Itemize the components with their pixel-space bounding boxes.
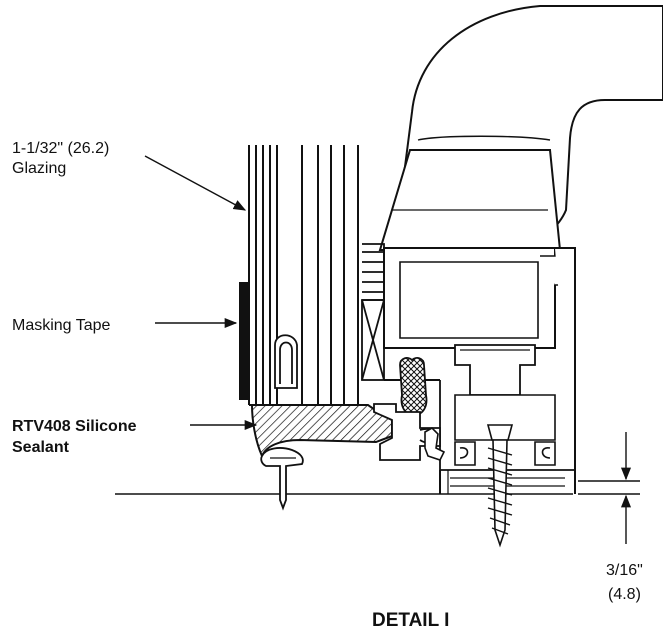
glazing-label-size: 1-1/32" (26.2) (12, 140, 109, 157)
masking-tape-label: Masking Tape (12, 317, 111, 334)
gasket (399, 357, 428, 416)
handle-base (378, 149, 562, 251)
bottom-channel (454, 441, 556, 466)
glazing-label-name: Glazing (12, 160, 66, 177)
detail-title: DETAIL I (372, 610, 449, 631)
sealant-label-line1: RTV408 Silicone (12, 418, 137, 435)
glazing-leader (144, 155, 247, 211)
glazing-unit (248, 145, 359, 406)
dimension-label-inch: 3/16" (606, 562, 643, 579)
screw (486, 424, 514, 548)
glazing-spacer (274, 334, 298, 389)
dimension-marker (578, 432, 640, 544)
dimension-label-mm: (4.8) (608, 586, 641, 603)
bottom-clip (424, 427, 446, 461)
setting-block (361, 243, 385, 381)
sealant-label-line2: Sealant (12, 439, 70, 456)
drip-gasket (260, 447, 304, 511)
masking-tape (239, 282, 248, 400)
